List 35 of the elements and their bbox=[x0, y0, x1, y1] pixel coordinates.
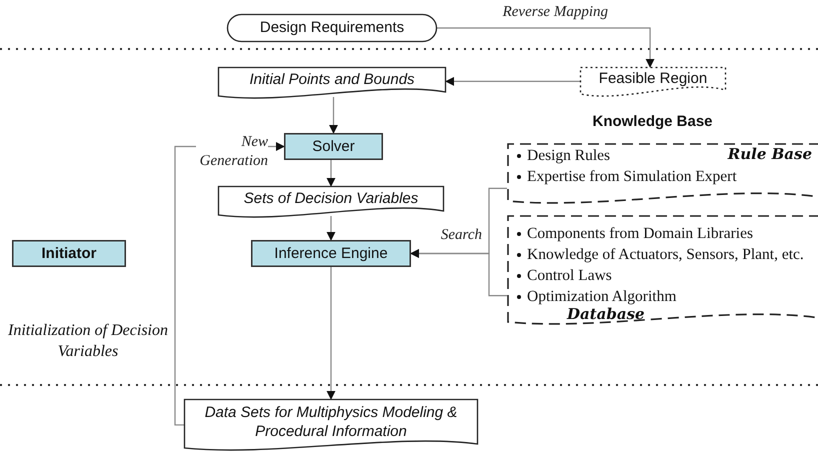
arrow bbox=[437, 27, 655, 68]
list-item: Components from Domain Libraries bbox=[517, 223, 753, 244]
node-label: Inference Engine bbox=[274, 244, 388, 264]
list-item: Expertise from Simulation Expert bbox=[517, 166, 737, 187]
list-item: Knowledge of Actuators, Sensors, Plant, etc. bbox=[517, 244, 804, 265]
annotation-text: Initialization of Decision Variables bbox=[7, 321, 169, 362]
process-box bbox=[12, 240, 126, 267]
arrow bbox=[326, 216, 336, 241]
arrow bbox=[326, 160, 336, 187]
node-label: Initial Points and Bounds bbox=[249, 70, 415, 90]
arrow bbox=[410, 249, 507, 296]
list-item: Control Laws bbox=[517, 265, 612, 286]
list-item: Design Rules bbox=[517, 145, 610, 166]
panel-heading: Database bbox=[567, 305, 645, 323]
document-shape bbox=[218, 186, 444, 220]
process-box bbox=[251, 240, 411, 267]
panel-heading: Rule Base bbox=[728, 145, 812, 163]
node-label: Solver bbox=[312, 136, 355, 156]
list-item: Optimization Algorithm bbox=[517, 286, 676, 307]
document-shape bbox=[184, 399, 478, 453]
node-label: Initiator bbox=[42, 244, 96, 264]
document-shape bbox=[218, 67, 446, 101]
node-label: Data Sets for Multiphysics Modeling & Procedural Information bbox=[204, 402, 458, 442]
rounded-box bbox=[227, 14, 437, 42]
process-box bbox=[284, 133, 383, 160]
dotted-document-shape bbox=[580, 67, 726, 99]
section-heading: Knowledge Base bbox=[591, 113, 714, 130]
node-label: Design Requirements bbox=[260, 18, 404, 38]
arrow bbox=[445, 76, 580, 86]
arrow bbox=[329, 97, 338, 134]
node-label: Feasible Region bbox=[598, 69, 708, 90]
node-label: Sets of Decision Variables bbox=[244, 189, 418, 210]
dashed-document-shape bbox=[507, 215, 818, 327]
dashed-document-shape bbox=[507, 143, 818, 206]
arrow bbox=[326, 267, 336, 400]
